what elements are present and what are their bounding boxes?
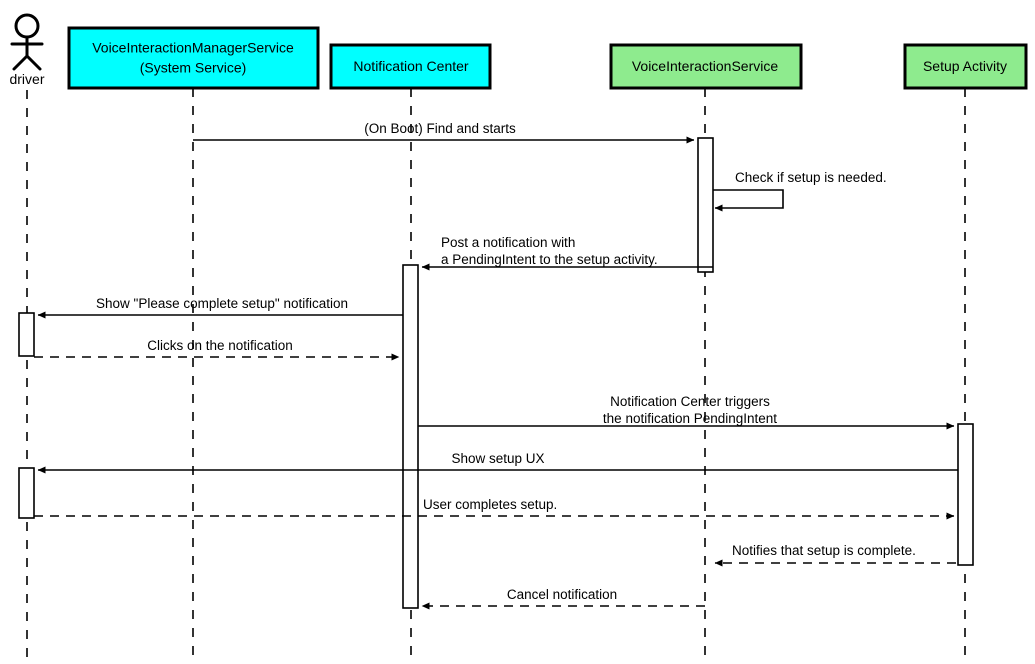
participant-box-vims bbox=[67, 26, 320, 90]
participant-label-setup: Setup Activity bbox=[923, 58, 1007, 74]
msg-clicks-on-the-notification: Clicks on the notification bbox=[34, 338, 400, 361]
msg-post-notification-pending-intent-label: Post a notification with bbox=[441, 235, 575, 250]
msg-cancel-notification-label: Cancel notification bbox=[507, 587, 617, 602]
activation-setup-1 bbox=[957, 423, 974, 566]
activation-vis-1 bbox=[697, 137, 714, 273]
participant-notif: Notification Center bbox=[329, 43, 492, 90]
activation-driver-2 bbox=[18, 467, 35, 519]
msg-show-setup-ux-label: Show setup UX bbox=[451, 451, 544, 466]
participant-driver: driver bbox=[9, 13, 45, 87]
activation-notif-1 bbox=[402, 264, 419, 609]
actor-leg-right bbox=[25, 54, 42, 71]
msg-notifies-that-setup-is-complete: Notifies that setup is complete. bbox=[714, 543, 956, 567]
participant-setup: Setup Activity bbox=[903, 43, 1028, 90]
participant-box-vis bbox=[609, 43, 803, 90]
msg-check-if-setup-is-needed-path bbox=[713, 189, 784, 212]
participant-label-vis: VoiceInteractionService bbox=[632, 58, 779, 74]
msg-post-notification-pending-intent: Post a notification with a PendingIntent … bbox=[421, 235, 713, 271]
participant-label2-vims: (System Service) bbox=[140, 60, 247, 76]
participant-vis: VoiceInteractionService bbox=[609, 43, 803, 90]
msg-user-completes-setup-label: User completes setup. bbox=[423, 497, 557, 512]
msg-on-boot-find-and-starts-label: (On Boot) Find and starts bbox=[364, 121, 516, 136]
actor-head bbox=[14, 13, 40, 39]
msg-clicks-on-the-notification-label: Clicks on the notification bbox=[147, 338, 293, 353]
msg-notification-center-triggers-pending-intent-label: Notification Center triggers bbox=[610, 394, 770, 409]
participant-box-notif bbox=[329, 43, 492, 90]
msg-show-please-complete-setup-notification-label: Show "Please complete setup" notificatio… bbox=[96, 296, 348, 311]
msg-on-boot-find-and-starts: (On Boot) Find and starts bbox=[193, 121, 695, 144]
msg-show-setup-ux: Show setup UX bbox=[37, 451, 958, 474]
participants-layer: driver VoiceInteractionManagerService (Sys… bbox=[9, 13, 1028, 90]
actor-leg-left bbox=[12, 54, 29, 71]
participant-label-driver: driver bbox=[9, 71, 44, 87]
actor-stick-figure-icon bbox=[10, 13, 44, 71]
msg-check-if-setup-is-needed: Check if setup is needed. bbox=[713, 170, 887, 212]
activation-bars-layer bbox=[18, 137, 974, 609]
msg-check-if-setup-is-needed-label: Check if setup is needed. bbox=[735, 170, 887, 185]
activation-driver-1 bbox=[18, 312, 35, 357]
msg-notifies-that-setup-is-complete-label: Notifies that setup is complete. bbox=[732, 543, 916, 558]
participant-label-notif: Notification Center bbox=[353, 58, 469, 74]
participant-label-vims: VoiceInteractionManagerService bbox=[92, 40, 294, 56]
participant-vims: VoiceInteractionManagerService (System Se… bbox=[67, 26, 320, 90]
msg-post-notification-pending-intent-label: a PendingIntent to the setup activity. bbox=[441, 252, 658, 267]
msg-show-please-complete-setup-notification: Show "Please complete setup" notificatio… bbox=[37, 296, 403, 319]
msg-cancel-notification: Cancel notification bbox=[421, 587, 705, 610]
msg-notification-center-triggers-pending-intent-label: the notification PendingIntent bbox=[603, 411, 777, 426]
participant-box-setup bbox=[903, 43, 1028, 90]
msg-user-completes-setup: User completes setup. bbox=[34, 497, 955, 520]
msg-notification-center-triggers-pending-intent: Notification Center triggers the notifica… bbox=[418, 394, 955, 430]
